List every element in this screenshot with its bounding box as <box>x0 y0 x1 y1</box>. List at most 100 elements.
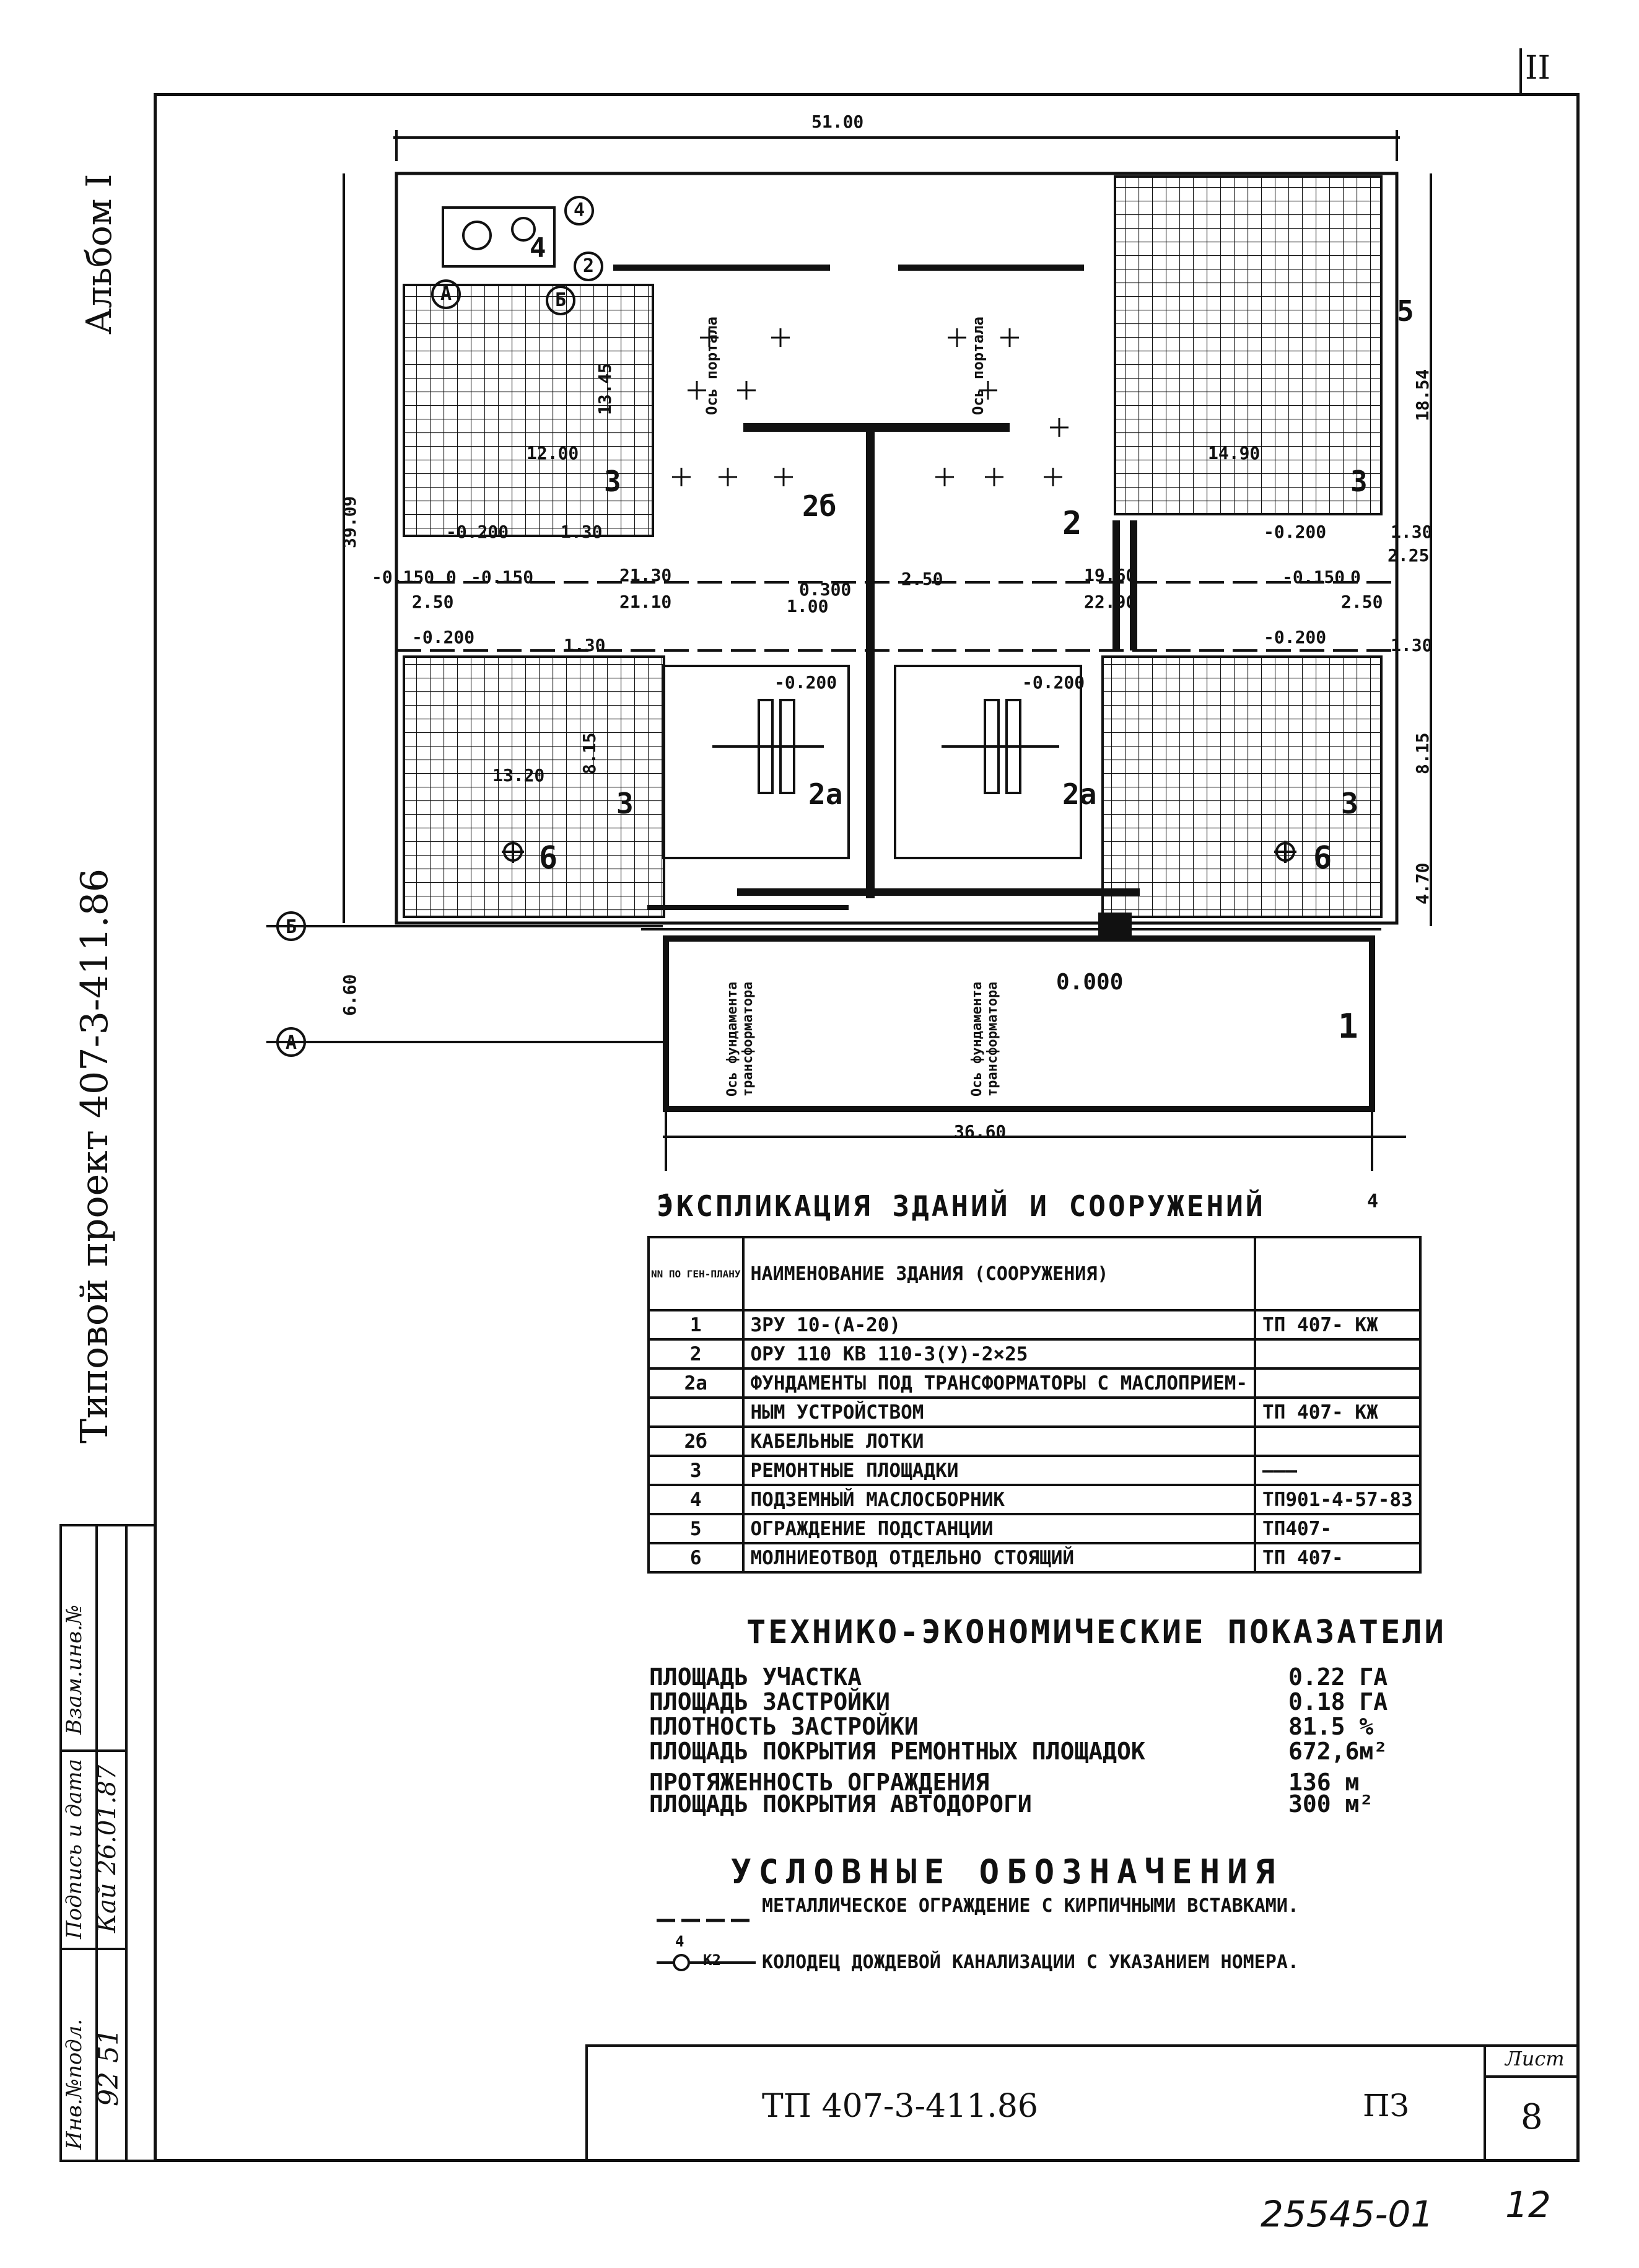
dim-right-mid: 8.15 <box>1412 732 1433 774</box>
explication-table: NN ПО ГЕН-ПЛАНУ НАИМЕНОВАНИЕ ЗДАНИЯ (СОО… <box>647 1236 1422 1574</box>
indicator-label: ПЛОТНОСТЬ ЗАСТРОЙКИ <box>649 1713 919 1740</box>
area-tr: 14.90 <box>1208 443 1261 463</box>
explication-cell-num: 3 <box>647 1455 745 1486</box>
area-tl: 12.00 <box>527 443 579 463</box>
label-1: 1 <box>1338 1007 1358 1046</box>
label-2: 2 <box>1062 505 1082 542</box>
explication-cell-name: МОЛНИЕОТВОД ОТДЕЛЬНО СТОЯЩИЙ <box>741 1542 1257 1574</box>
foundation-axis-right: Ось фундамента трансформатора <box>969 981 1000 1097</box>
label-3-bl: 3 <box>616 787 634 820</box>
elev-130-tl: 1.30 <box>561 522 603 542</box>
elev-m200-tl: -0.200 <box>446 522 509 542</box>
explication-cell-num: 6 <box>647 1542 745 1574</box>
callout-b: Б <box>555 289 567 311</box>
explication-title: ЭКСПЛИКАЦИЯ ЗДАНИЙ И СООРУЖЕНИЙ <box>657 1189 1265 1223</box>
elev-0-right: 0 <box>1350 567 1361 587</box>
title-code: ТП 407-3-411.86 <box>762 2088 1038 2125</box>
title-block <box>585 2044 1580 2162</box>
stamp-sign-label: Подпись и дата <box>62 1759 87 1939</box>
elev-m200-br: -0.200 <box>1264 627 1327 647</box>
portal-axis-right: Ось портала <box>969 317 987 415</box>
elev-0-left: 0 <box>446 567 457 587</box>
stamp-inv-label: Инв.№подл. <box>62 2018 87 2150</box>
foundation-axis-left: Ось фундамента трансформатора <box>725 981 756 1097</box>
elev-0300: 0.300 <box>799 579 852 600</box>
callout-2-top: 2 <box>583 255 595 277</box>
elev-m200-pit1: -0.200 <box>774 672 837 693</box>
elev-250: 2.50 <box>901 569 943 589</box>
explication-cell-num: 1 <box>647 1309 745 1341</box>
title-stage: ПЗ <box>1363 2088 1409 2124</box>
indicators-title: ТЕХНИКО-ЭКОНОМИЧЕСКИЕ ПОКАЗАТЕЛИ <box>746 1614 1446 1651</box>
label-2a-left: 2а <box>808 777 843 811</box>
road-left-2: 21.10 <box>619 592 672 612</box>
explication-cell-code: ——— <box>1254 1455 1422 1486</box>
album-label: Альбом I <box>79 173 120 335</box>
explication-cell-name: ОРУ 110 КВ 110-3(У)-2×25 <box>741 1338 1257 1370</box>
explication-cell-code <box>1254 1338 1422 1370</box>
legend-title: УСЛОВНЫЕ ОБОЗНАЧЕНИЯ <box>731 1852 1283 1891</box>
elev-zero-left: -0.150 <box>372 567 435 587</box>
elev-m200-pit2: -0.200 <box>1022 672 1085 693</box>
road-left-1: 21.30 <box>619 565 672 585</box>
bottom-code: 25545-01 <box>1261 2193 1434 2235</box>
label-2a-right: 2а <box>1062 777 1097 811</box>
stamp-inv-value: 92 51 <box>93 2028 125 2106</box>
elev-m150-left: -0.150 <box>471 567 534 587</box>
well-legend-symbol <box>657 1954 756 1971</box>
label-3-tr: 3 <box>1350 465 1368 498</box>
stamp-replace-label: Взам.инв.№ <box>62 1605 87 1735</box>
dim-right-low: 4.70 <box>1412 862 1433 904</box>
indicator-label: ПЛОЩАДЬ ПОКРЫТИЯ АВТОДОРОГИ <box>649 1790 1032 1818</box>
explication-cell-name: ОГРАЖДЕНИЕ ПОДСТАНЦИИ <box>741 1513 1257 1544</box>
elev-130-bl: 1.30 <box>564 635 606 655</box>
callout-a: А <box>440 283 452 305</box>
explication-cell-code: ТП 407- КЖ <box>1254 1396 1422 1428</box>
road-width-left: 2.50 <box>412 592 454 612</box>
project-label: Типовой проект 407-3-411.86 <box>73 868 116 1443</box>
elev-m150-right: -0.150 <box>1282 567 1345 587</box>
title-sheet-num: 8 <box>1521 2097 1543 2137</box>
elev-130-tr: 1.30 <box>1391 522 1433 542</box>
left-stamp <box>59 1524 156 2162</box>
axis-label-4: 4 <box>1367 1191 1379 1212</box>
title-sheet-label: Лист <box>1505 2047 1565 2070</box>
dim-left-total: 39.09 <box>339 496 360 548</box>
fence-legend-symbol <box>657 1919 750 1922</box>
label-6-right: 6 <box>1313 839 1332 875</box>
dim-top: 51.00 <box>811 112 864 132</box>
stamp-sign-value: Кай 26.01.87 <box>93 1764 121 1933</box>
area-tl-h: 13.45 <box>595 362 615 415</box>
explication-cell-num <box>647 1396 745 1428</box>
indicator-value: 300 м² <box>1288 1790 1374 1818</box>
explication-cell-name: КАБЕЛЬНЫЕ ЛОТКИ <box>741 1425 1257 1457</box>
explication-cell-num: 4 <box>647 1484 745 1515</box>
label-6-left: 6 <box>539 839 558 875</box>
elev-000: 0.000 <box>1056 970 1124 995</box>
elev-130-br: 1.30 <box>1391 635 1433 655</box>
axis-label-1: 1 <box>661 1191 673 1212</box>
dim-bottom: 36.60 <box>954 1121 1007 1142</box>
indicator-label: ПЛОЩАДЬ УЧАСТКА <box>649 1663 862 1691</box>
page-number: 12 <box>1505 2184 1551 2226</box>
sheet-mark-bar <box>1519 48 1522 93</box>
indicator-value: 81.5 % <box>1288 1713 1374 1740</box>
explication-cell-code: ТП407- <box>1254 1513 1422 1544</box>
elev-m200-bl: -0.200 <box>412 627 475 647</box>
explication-cell-name: РЕМОНТНЫЕ ПЛОЩАДКИ <box>741 1455 1257 1486</box>
indicator-value: 0.18 ГА <box>1288 1688 1388 1715</box>
explication-cell-code: ТП 407- <box>1254 1542 1422 1574</box>
indicator-value: 0.22 ГА <box>1288 1663 1388 1691</box>
indicator-label: ПЛОЩАДЬ ЗАСТРОЙКИ <box>649 1688 890 1715</box>
well-legend-num: 4 <box>675 1933 684 1950</box>
legend-item-well: КОЛОДЕЦ ДОЖДЕВОЙ КАНАЛИЗАЦИИ С УКАЗАНИЕМ… <box>762 1951 1299 1973</box>
explication-cell-code <box>1254 1367 1422 1399</box>
site-plan <box>266 130 1432 1171</box>
